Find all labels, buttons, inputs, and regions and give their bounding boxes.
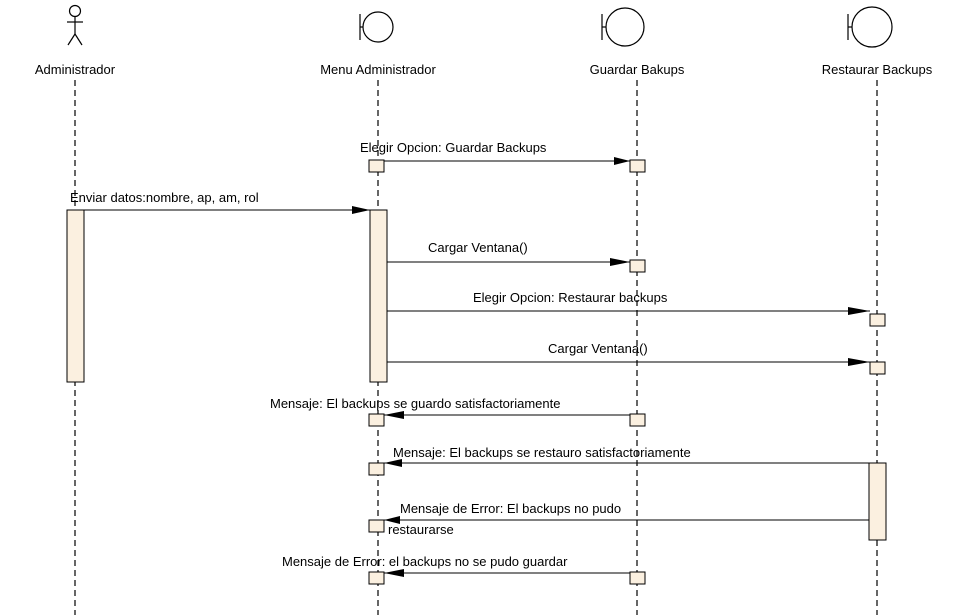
message-error-guardar: Mensaje de Error: el backups no se pudo … [282, 554, 630, 577]
boundary-restaurar-backups: Restaurar Backups [822, 6, 933, 77]
activation-menu-administrador [369, 209, 388, 383]
activation-guardar-4 [629, 571, 646, 585]
activation-restaurar-backups [868, 462, 887, 541]
activation-guardar-3 [629, 413, 646, 427]
message-enviar-datos: Enviar datos:nombre, ap, am, rol [70, 190, 370, 214]
svg-text:Mensaje de Error: el backups n: Mensaje de Error: el backups no se pudo … [282, 554, 568, 569]
svg-text:Cargar Ventana(): Cargar Ventana() [428, 240, 528, 255]
boundary-icon [847, 6, 893, 48]
message-elegir-restaurar: Elegir Opcion: Restaurar backups [387, 290, 870, 315]
activation-restaurar-1 [869, 313, 886, 327]
actor-administrador: Administrador [35, 4, 116, 77]
boundary-label: Restaurar Backups [822, 62, 933, 77]
svg-text:Mensaje de Error: El backups n: Mensaje de Error: El backups no pudo [400, 501, 621, 516]
boundary-label: Guardar Bakups [590, 62, 685, 77]
activation-menu-5 [368, 571, 385, 585]
actor-label: Administrador [35, 62, 116, 77]
message-error-restaurar: Mensaje de Error: El backups no pudo res… [384, 501, 869, 537]
message-elegir-guardar: Elegir Opcion: Guardar Backups [360, 140, 630, 165]
boundary-icon [359, 11, 394, 43]
boundary-guardar-bakups: Guardar Bakups [590, 7, 685, 77]
activation-guardar-1 [629, 159, 646, 173]
activation-menu-3 [368, 462, 385, 476]
activation-menu-4 [368, 519, 385, 533]
activation-menu-1 [368, 159, 385, 173]
svg-text:restaurarse: restaurarse [388, 522, 454, 537]
svg-text:Enviar datos:nombre, ap, am, r: Enviar datos:nombre, ap, am, rol [70, 190, 259, 205]
activation-administrador [66, 209, 85, 383]
activation-menu-2 [368, 413, 385, 427]
boundary-label: Menu Administrador [320, 62, 436, 77]
boundary-icon [601, 7, 645, 47]
message-cargar-ventana-2: Cargar Ventana() [387, 341, 870, 366]
svg-text:Elegir Opcion: Guardar Backups: Elegir Opcion: Guardar Backups [360, 140, 547, 155]
svg-text:Mensaje: El backups se restaur: Mensaje: El backups se restauro satisfac… [393, 445, 691, 460]
svg-text:Mensaje: El backups se guardo: Mensaje: El backups se guardo satisfacto… [270, 396, 561, 411]
message-restauro: Mensaje: El backups se restauro satisfac… [384, 445, 869, 467]
activation-guardar-2 [629, 259, 646, 273]
activation-restaurar-2 [869, 361, 886, 375]
stick-figure-icon [67, 4, 83, 46]
svg-text:Cargar Ventana(): Cargar Ventana() [548, 341, 648, 356]
message-cargar-ventana-1: Cargar Ventana() [387, 240, 630, 266]
svg-text:Elegir Opcion: Restaurar backu: Elegir Opcion: Restaurar backups [473, 290, 668, 305]
boundary-menu-administrador: Menu Administrador [320, 11, 436, 77]
message-guardo: Mensaje: El backups se guardo satisfacto… [270, 396, 630, 419]
